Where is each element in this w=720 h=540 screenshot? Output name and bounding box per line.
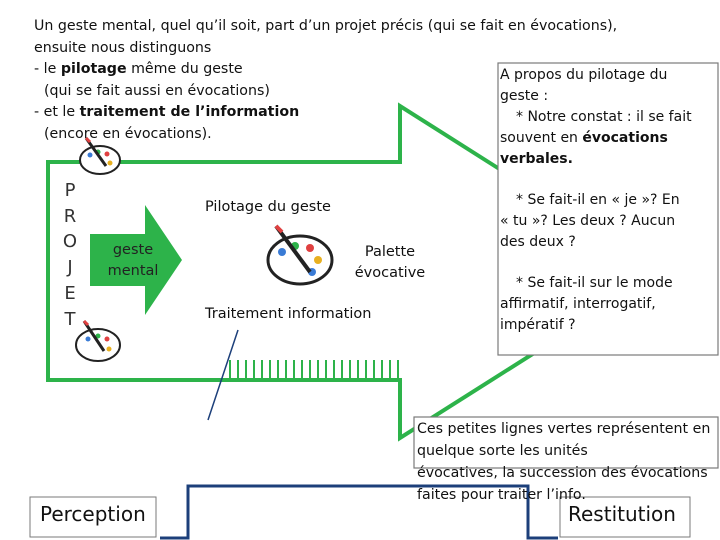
intro-line-4: (qui se fait aussi en évocations) bbox=[44, 82, 270, 99]
aside-box: A propos du pilotage du geste : * Notre … bbox=[500, 65, 719, 355]
aside-p4-line-1: * Se fait-il sur le mode bbox=[516, 275, 673, 291]
perception-box-border bbox=[29, 496, 157, 538]
aside-p4-line-2: affirmatif, interrogatif, bbox=[500, 296, 656, 312]
small-green-arrow bbox=[90, 205, 182, 315]
aside-p4-line-3: impératif ? bbox=[500, 317, 576, 333]
projet-letter: T bbox=[64, 308, 76, 330]
projet-vertical-word: P R O J E T bbox=[58, 178, 82, 332]
geste-mental-label: geste mental bbox=[100, 240, 166, 282]
caption-box: Ces petites lignes vertes représentent e… bbox=[417, 418, 717, 506]
caption-box-border bbox=[413, 416, 719, 469]
palette-line-1: Palette bbox=[364, 244, 416, 260]
palette-icon-top bbox=[79, 136, 121, 175]
projet-letter: P bbox=[64, 180, 76, 201]
palette-line-2: évocative bbox=[354, 265, 426, 281]
intro-line-6: (encore en évocations). bbox=[44, 125, 212, 142]
timeline-step bbox=[160, 484, 558, 540]
projet-letter: J bbox=[67, 257, 73, 279]
projet-letter: O bbox=[62, 231, 78, 253]
aside-p2-line-3-bold: verbales. bbox=[500, 151, 573, 167]
caption-line-2: évocatives, la succession des évocations… bbox=[417, 465, 708, 503]
perception-label: Perception bbox=[40, 502, 146, 526]
projet-letter: R bbox=[63, 205, 77, 227]
restitution-box-border bbox=[559, 496, 691, 538]
palette-label: Palette évocative bbox=[345, 242, 435, 284]
caption-line-1: Ces petites lignes vertes représentent e… bbox=[417, 421, 711, 459]
aside-p3-line-3: des deux ? bbox=[500, 234, 576, 250]
aside-box-border bbox=[497, 62, 719, 356]
traitement-label: Traitement information bbox=[205, 306, 372, 322]
aside-p2-line-2-prefix: souvent en bbox=[500, 130, 583, 146]
palette-icon-bottom bbox=[75, 319, 121, 362]
aside-p1-line-1: A propos du pilotage du bbox=[500, 67, 668, 83]
intro-line-2: ensuite nous distinguons bbox=[34, 39, 212, 56]
aside-p2-line-2: souvent en évocations bbox=[500, 128, 719, 149]
intro-pilotage-bold: pilotage bbox=[60, 61, 127, 77]
projet-letter: E bbox=[64, 282, 76, 304]
aside-p1-line-2: geste : bbox=[500, 88, 549, 104]
green-ticks bbox=[229, 360, 399, 380]
intro-line-5: - et le traitement de l’information bbox=[34, 102, 674, 124]
geste-mental-line-2: mental bbox=[107, 263, 159, 279]
palette-icon-center bbox=[266, 224, 334, 286]
intro-traitement-bold: traitement de l’information bbox=[79, 104, 300, 120]
geste-mental-line-1: geste bbox=[112, 242, 154, 258]
intro-text: Un geste mental, quel qu’il soit, part d… bbox=[34, 16, 674, 145]
intro-line-3-prefix: - le bbox=[34, 61, 61, 77]
aside-p2-line-2-bold: évocations bbox=[582, 130, 668, 146]
intro-line-3-suffix: même du geste bbox=[126, 61, 243, 77]
aside-p2-line-3: verbales. bbox=[500, 149, 719, 170]
restitution-label: Restitution bbox=[568, 502, 676, 526]
callout-line bbox=[207, 329, 239, 421]
pilotage-label: Pilotage du geste bbox=[205, 199, 331, 215]
intro-line-5-prefix: - et le bbox=[34, 104, 80, 120]
aside-p2-line-1: * Notre constat : il se fait bbox=[516, 109, 692, 125]
intro-line-1: Un geste mental, quel qu’il soit, part d… bbox=[34, 18, 618, 34]
aside-p3-line-1: * Se fait-il en « je »? En bbox=[516, 192, 680, 208]
aside-p3-line-2: « tu »? Les deux ? Aucun bbox=[500, 213, 676, 229]
intro-line-3: - le pilotage même du geste bbox=[34, 59, 674, 81]
